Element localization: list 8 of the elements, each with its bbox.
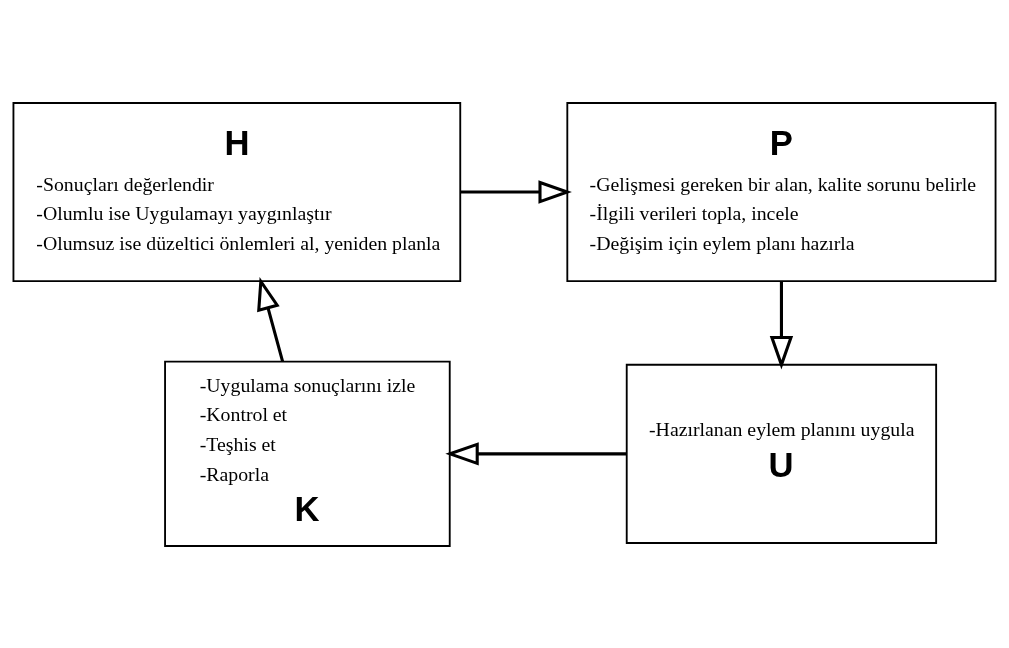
node-box: -Uygulama sonuçlarını izle -Kontrol et -Teşhis et -Raporla K bbox=[164, 360, 451, 547]
arrow bbox=[769, 280, 794, 369]
node-box: P -Gelişmesi gereken bir alan, kalite sorunu belirle -İlgili verileri topla, incele -Değişim için eylem planı hazırla bbox=[566, 101, 997, 282]
node-box: H -Sonuçları değerlendir -Olumlu ise Uygulamayı yaygınlaştır -Olumsuz ise düzeltici önlemleri al, yeniden planla bbox=[12, 101, 462, 282]
arrow bbox=[460, 179, 572, 204]
arrow bbox=[257, 276, 285, 362]
node-box: -Hazırlanan eylem planını uygula U bbox=[625, 363, 938, 544]
arrow bbox=[445, 441, 627, 466]
